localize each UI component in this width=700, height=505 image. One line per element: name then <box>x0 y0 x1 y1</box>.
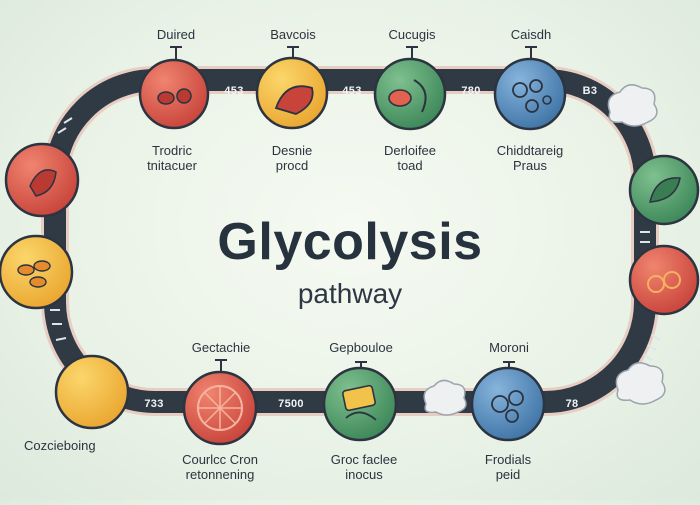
top-label-3: Cucugis <box>388 27 436 42</box>
top-caption-3-line-2: toad <box>397 158 423 173</box>
track-number-top-3: 780 <box>461 85 481 97</box>
top-caption-1-line-1: Trodric <box>152 143 192 158</box>
cloud-icon <box>607 84 658 127</box>
blue-cell-icon <box>470 366 546 442</box>
bottom-caption-3-line-2: inocus <box>345 467 383 482</box>
green-cell-icon <box>373 57 447 131</box>
orange-cell-icon <box>54 354 130 430</box>
yellow-cell-icon <box>255 56 329 130</box>
diagram-subtitle: pathway <box>297 278 403 309</box>
bottom-caption-2-line-1: Courlcc Cron <box>182 452 258 467</box>
diagram-title: Glycolysis <box>217 213 483 271</box>
track-number-top-4: B3 <box>582 85 598 97</box>
red-slice-icon <box>182 370 258 446</box>
bottom-label-3: Moroni <box>489 340 529 355</box>
top-caption-4-line-2: Praus <box>513 158 547 173</box>
track-number-top-1: 453 <box>224 85 244 97</box>
track-tick-marks <box>50 117 661 361</box>
cloud-icon <box>423 379 467 416</box>
top-caption-2-line-1: Desnie <box>271 143 313 158</box>
bottom-caption-1: Cozcieboing <box>24 438 96 453</box>
top-caption-3: Derloifee toad <box>384 143 436 173</box>
bottom-caption-3: Groc faclee inocus <box>331 452 397 482</box>
top-caption-1: Trodric tnitacuer <box>147 143 197 173</box>
green-leaf-icon <box>628 154 700 226</box>
track-number-bottom-1: 733 <box>144 398 164 410</box>
top-label-1: Duired <box>156 27 196 42</box>
red-cell-icon <box>628 244 700 316</box>
blue-cell-icon <box>493 57 567 131</box>
top-label-4: Caisdh <box>510 27 552 42</box>
bottom-caption-2-line-2: retonnening <box>185 467 255 482</box>
top-caption-4-line-1: Chiddtareig <box>496 143 564 158</box>
top-caption-2-line-2: procd <box>275 158 309 173</box>
bottom-label-2: Gepbouloe <box>329 340 393 355</box>
top-caption-4: Chiddtareig Praus <box>497 143 564 173</box>
bottom-caption-3-line-1: Groc faclee <box>330 452 398 467</box>
red-cell-icon <box>138 58 210 130</box>
track-number-bottom-3: 78 <box>565 398 579 410</box>
track-number-bottom-2: 7500 <box>278 398 304 410</box>
bottom-caption-4-line-2: peid <box>495 467 521 482</box>
orange-cell-icon <box>0 234 74 310</box>
top-caption-1-line-2: tnitacuer <box>147 158 197 173</box>
bottom-caption-4: Frodials peid <box>485 452 531 482</box>
top-caption-3-line-1: Derloifee <box>383 143 437 158</box>
top-caption-2: Desnie procd <box>272 143 312 173</box>
green-cell-icon <box>322 366 398 442</box>
red-cell-icon <box>4 142 80 218</box>
cloud-icon <box>615 362 666 405</box>
bottom-label-1: Gectachie <box>191 340 251 355</box>
bottom-caption-4-line-1: Frodials <box>484 452 532 467</box>
top-label-2: Bavcois <box>270 27 316 42</box>
bottom-caption-2: Courlcc Cron retonnening <box>182 452 258 482</box>
track-number-top-2: 453 <box>342 85 362 97</box>
